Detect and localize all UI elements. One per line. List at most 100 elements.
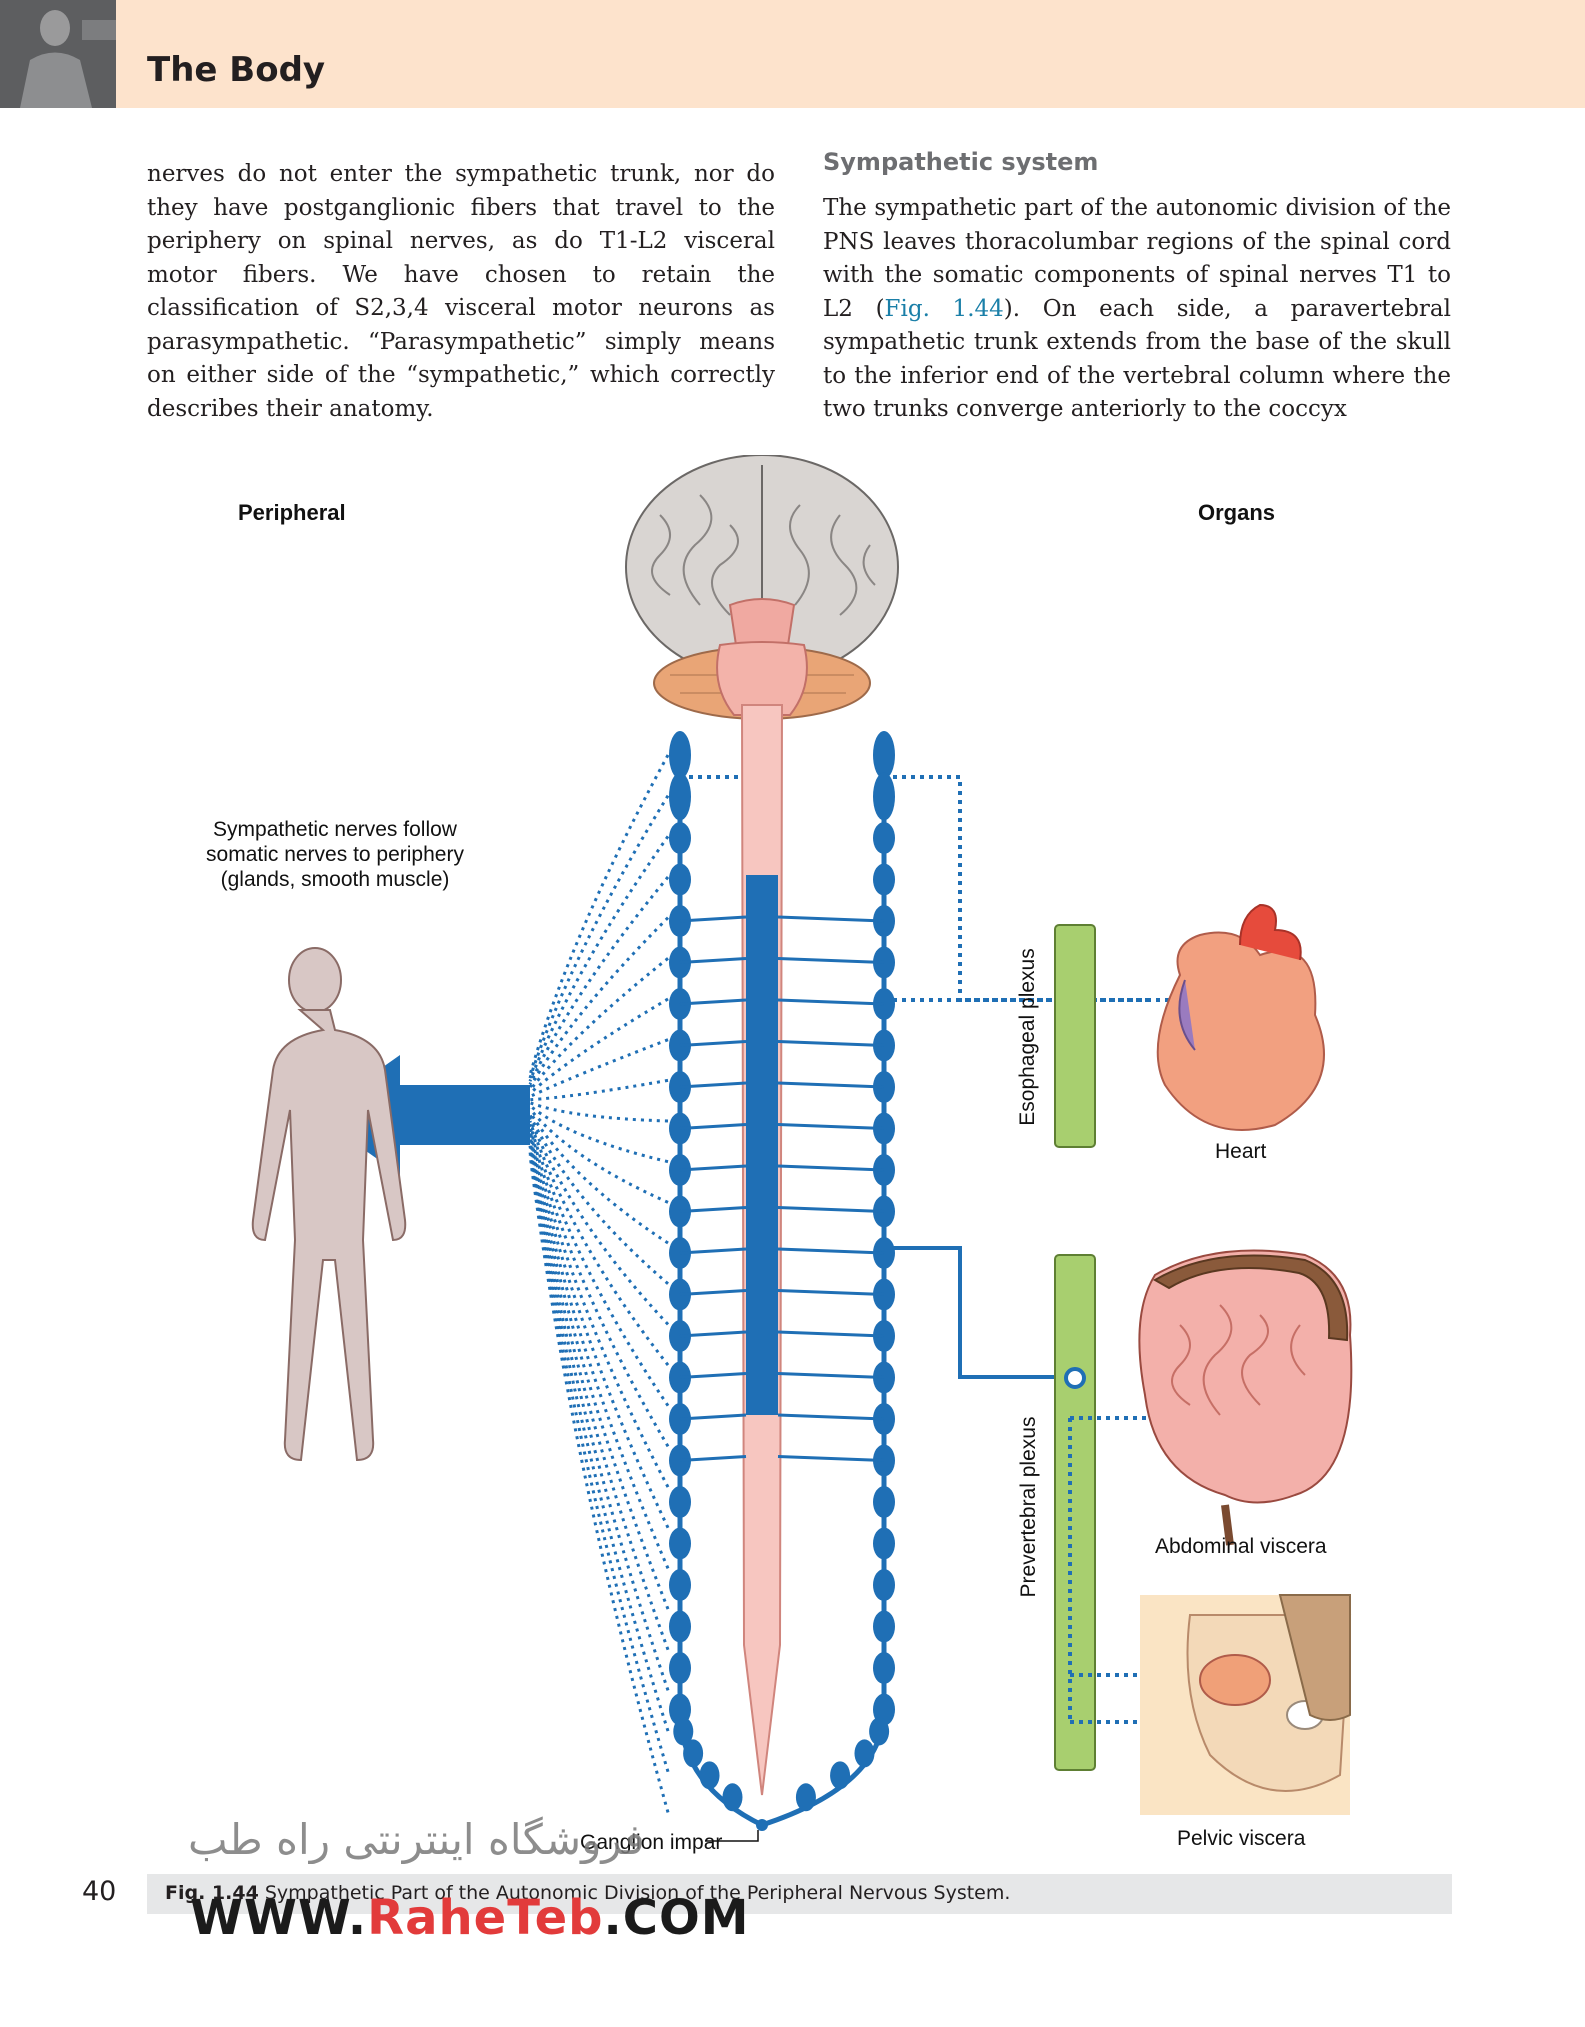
body-text-right-part1: The sympathetic part of the autonomic di… [823,195,1451,322]
figure-reference-link[interactable]: Fig. 1.44 [884,295,1004,322]
right-ramus [777,1123,885,1130]
right-ramus [777,1413,885,1421]
body-text-right: The sympathetic part of the autonomic di… [823,192,1451,427]
right-ganglion [873,822,895,854]
peripheral-nerve-dotted [528,997,669,1095]
peripheral-nerve-dotted [529,1078,669,1102]
left-ramus [679,1206,747,1213]
peripheral-nerve-dotted [528,1111,669,1245]
prevertebral-plexus-bar [1054,1254,1096,1771]
watermark-brand: RaheTeb [367,1890,604,1946]
caption-bar [147,1874,1452,1914]
label-abdominal-viscera: Abdominal viscera [1155,1535,1327,1558]
heart-dotted-pathway [680,775,1220,1002]
left-ramus [679,1040,747,1047]
right-ganglion [873,1569,895,1601]
peripheral-dotted-nerves [528,754,670,1813]
right-ramus [777,1164,885,1172]
right-sacral-ganglion [854,1739,875,1768]
left-ramus [679,1164,747,1172]
left-ganglion [669,1652,691,1684]
page-number: 40 [82,1876,117,1907]
left-ganglion [669,1569,691,1601]
left-ramus [679,1372,747,1379]
left-sacral-ganglion [699,1761,720,1790]
peripheral-nerve-dotted [528,1148,670,1732]
right-ganglion [873,1610,895,1643]
header-thumbnail [0,0,116,108]
right-ramus [777,1372,885,1379]
right-sacral-ganglion [830,1761,851,1790]
left-ramus [679,1081,747,1089]
peripheral-nerve-dotted [528,1139,670,1610]
left-ramus [679,1247,747,1255]
right-ramus [777,915,885,923]
left-ramus [679,957,747,964]
peripheral-nerve-dotted [529,1101,669,1123]
peripheral-nerve-dotted [528,1136,670,1569]
figure-caption: Fig. 1.44 Sympathetic Part of the Autono… [165,1882,1010,1904]
label-pelvic-viscera: Pelvic viscera [1177,1827,1306,1850]
right-ganglion [873,731,895,779]
left-ganglion [669,731,691,779]
right-ramus [777,998,885,1006]
right-ramus [777,1330,885,1338]
watermark-suffix: .COM [603,1890,750,1946]
caption-text: Sympathetic Part of the Autonomic Divisi… [264,1882,1011,1904]
right-ramus [777,1081,885,1089]
label-peripheral: Peripheral [238,500,346,525]
peripheral-nerve-dotted [528,1133,670,1529]
caption-fig-number: Fig. 1.44 [165,1882,259,1904]
figure-sympathetic-system: Peripheral Organs Sympathetic nerves fol… [140,454,1460,1875]
right-ramus [777,1040,885,1047]
page-title: The Body [147,50,326,90]
label-sympathetic-nerves: Sympathetic nerves follow somatic nerves… [206,818,464,891]
left-sacral-ganglion [683,1739,704,1768]
peripheral-nerve-dotted [528,1130,670,1488]
peripheral-nerve-dotted [529,1038,669,1098]
pelvic-viscera-illustration [1140,1594,1352,1815]
label-prevertebral-plexus: Prevertebral plexus [1017,1416,1040,1598]
peripheral-nerve-dotted [529,1104,669,1164]
left-ganglion [669,863,691,896]
left-ramus [679,1330,747,1338]
left-ramus [679,1289,747,1296]
body-text-right-part2: ). On each side, a paravertebral sympath… [823,295,1451,423]
peripheral-nerve-dotted [528,1120,670,1366]
thoracolumbar-segment [746,875,778,1415]
heart-illustration [1156,903,1325,1131]
left-ramus [679,1123,747,1130]
right-sacral-ganglion [795,1783,816,1812]
right-ganglion [873,863,895,896]
left-ganglion [669,1610,691,1643]
label-ganglion-impar: Ganglion impar [580,1831,723,1854]
page-header: The Body [0,0,1585,108]
watermark-prefix: WWW. [190,1890,368,1946]
label-organs: Organs [1198,500,1276,525]
peripheral-nerve-dotted [528,794,670,1079]
label-heart: Heart [1215,1140,1267,1163]
right-ganglion [873,772,895,821]
human-body-silhouette [251,947,407,1462]
left-ramus [679,1455,747,1462]
prevertebral-ganglion [1064,1367,1086,1389]
communicating-rami [679,915,885,1462]
left-ganglion [669,1693,691,1726]
body-text-left: nerves do not enter the sympathetic trun… [147,161,775,422]
right-ganglion [873,1486,895,1518]
left-sacral-ganglion [722,1783,743,1812]
watermark-url: WWW.RaheTeb.COM [190,1890,750,1946]
right-ramus [777,957,885,964]
right-ramus [777,1247,885,1255]
right-ganglion [873,1652,895,1684]
left-ramus [679,1413,747,1421]
abdominal-solid-pathway [884,1246,1075,1379]
left-ganglion [669,772,691,821]
prevertebral-dotted-pathways [1068,1416,1250,1724]
brain-illustration [625,454,899,720]
peripheral-nerve-dotted [528,1126,670,1448]
esophageal-plexus-bar [1054,924,1096,1148]
left-ganglion [669,822,691,854]
peripheral-nerve-dotted [528,916,670,1089]
left-ramus [679,998,747,1006]
